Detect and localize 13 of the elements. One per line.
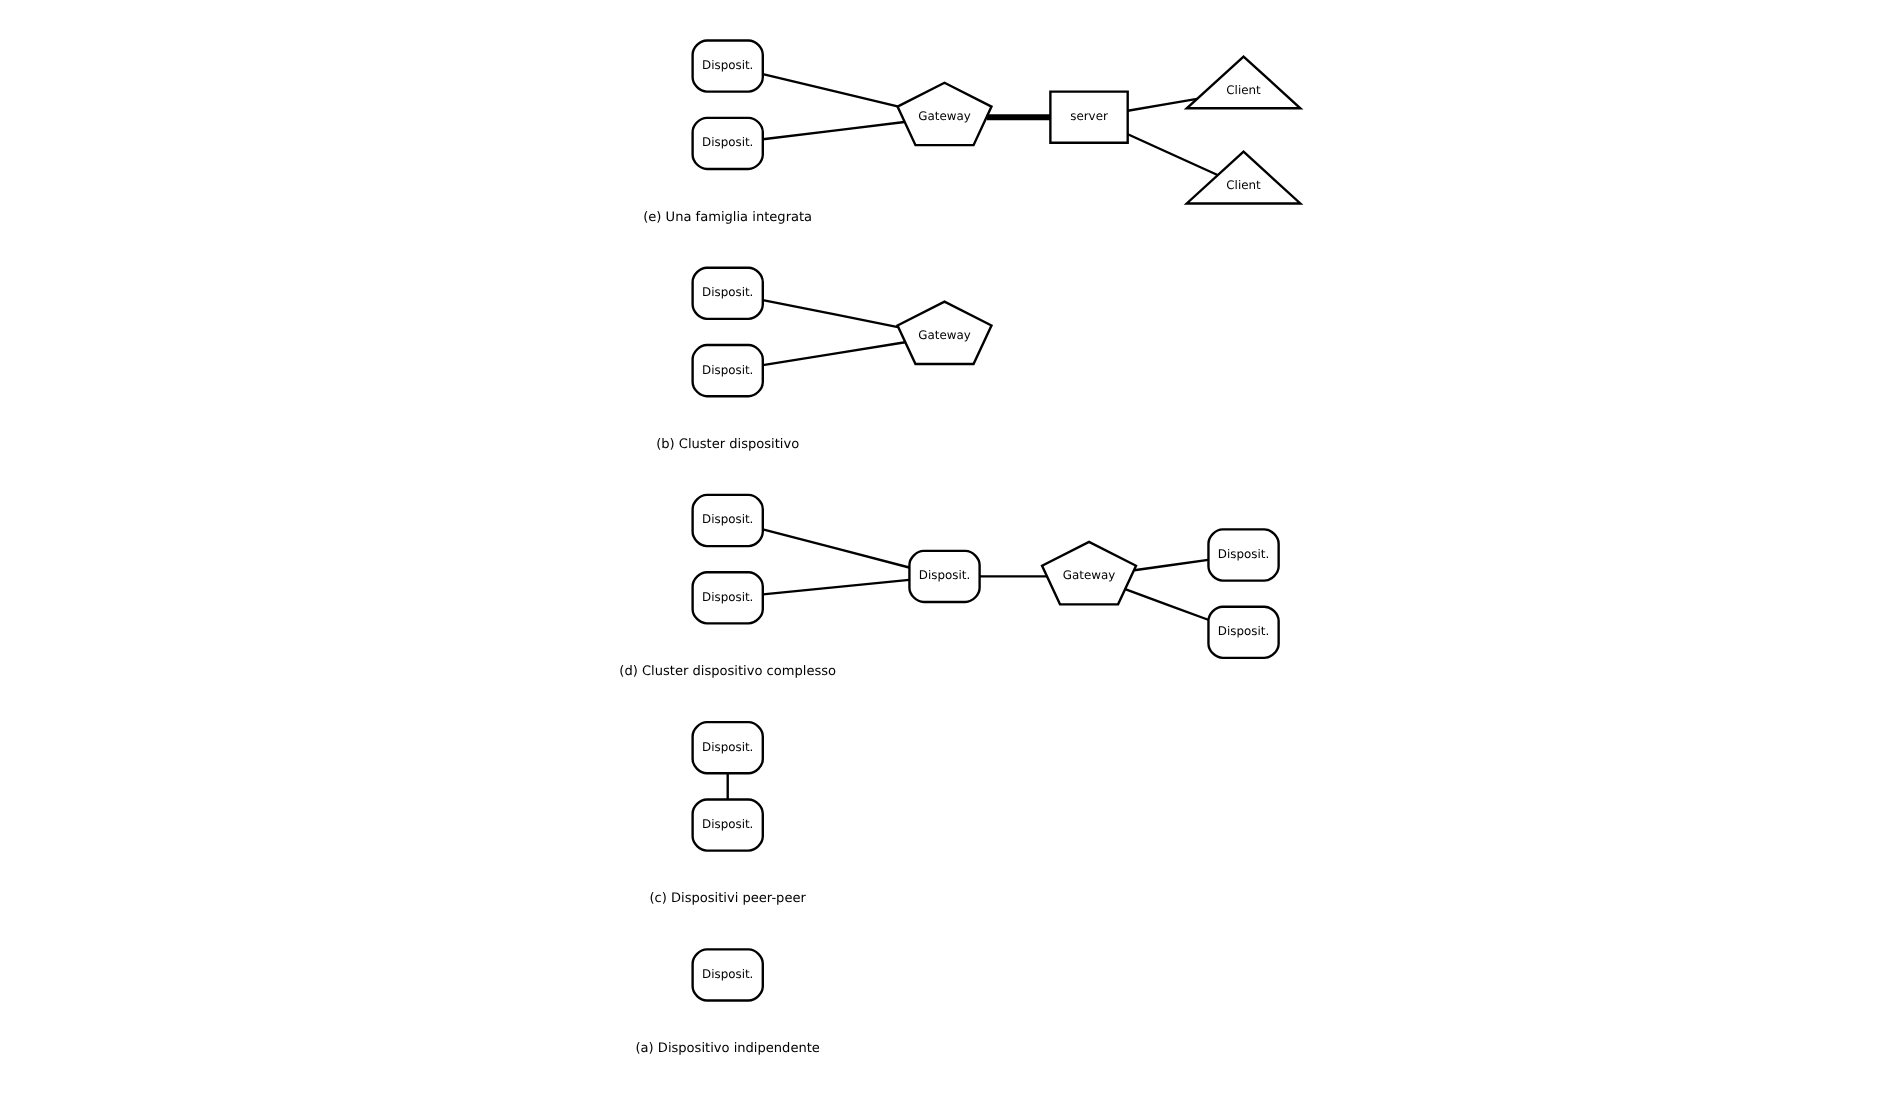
connector [761,120,904,141]
connector [1126,133,1218,177]
connector [761,73,897,108]
connector [978,575,1046,578]
connector [985,114,1050,121]
connector [761,298,898,329]
connector [761,528,909,569]
connector [1133,558,1208,572]
connector [1126,97,1197,112]
connector [725,773,728,800]
connector [761,341,905,367]
connector [1123,588,1208,621]
connector [761,578,909,596]
